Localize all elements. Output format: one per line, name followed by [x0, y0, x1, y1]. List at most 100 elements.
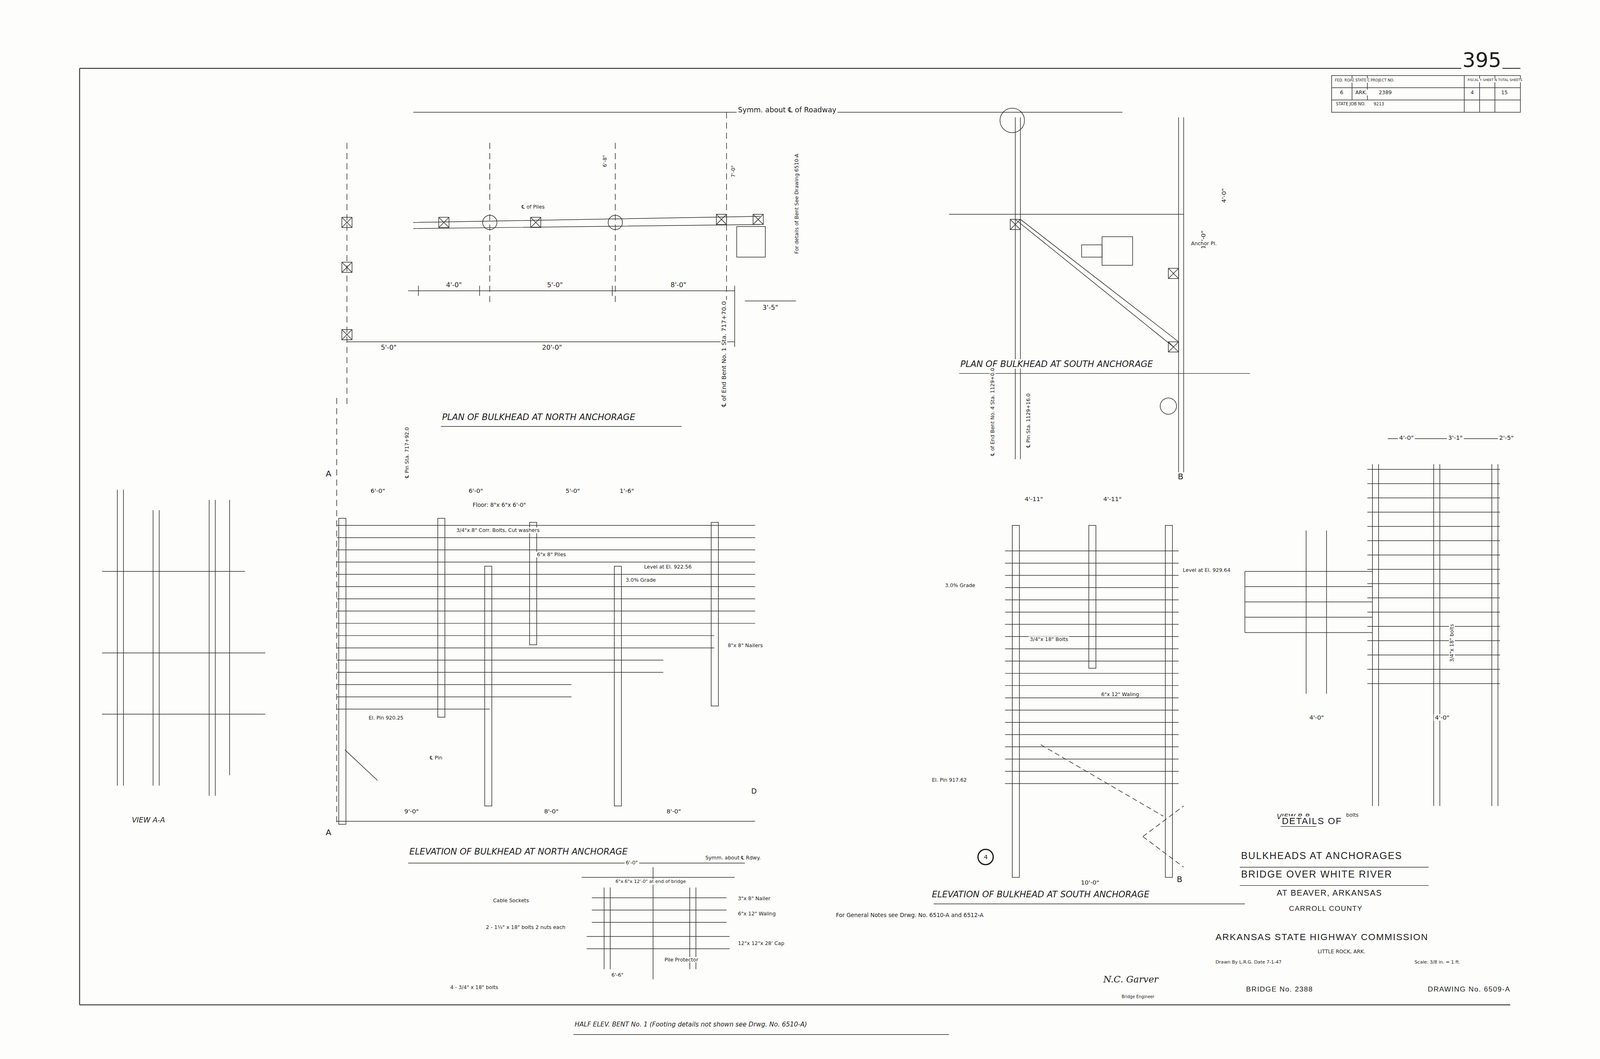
signature: N.C. Garver	[1102, 974, 1160, 985]
dimension-lines	[346, 285, 796, 347]
view-title: PLAN OF BULKHEAD AT NORTH ANCHORAGE	[440, 412, 637, 422]
view-title: ELEVATION OF BULKHEAD AT NORTH ANCHORAGE	[408, 846, 629, 857]
drawing-label: ℄ Pin	[428, 755, 444, 761]
south-posts	[1012, 525, 1173, 878]
drawing-label: Floor: 8"x 6"x 6'-0"	[471, 502, 528, 509]
drawing-label: 4'-11"	[1023, 495, 1045, 503]
drawing-label: 8'-0"	[669, 281, 688, 289]
drawing-label: 4'-0"	[1308, 714, 1326, 721]
view-title: HALF ELEV. BENT No. 1 (Footing details n…	[573, 1021, 809, 1029]
drawing-label: 6'-0"	[369, 487, 387, 495]
drawing-label: Scale: 3/8 in. = 1 ft.	[1413, 960, 1462, 966]
title-block	[1331, 75, 1521, 113]
drawing-label: 4 - 3/4" x 18" bolts	[448, 984, 500, 991]
title-text: BRIDGE No. 2388	[1244, 985, 1315, 994]
drawing-label: 6'-6"	[610, 972, 625, 979]
drawing-label: 6'-0"	[467, 487, 485, 495]
title-text: BRIDGE OVER WHITE RIVER	[1239, 869, 1394, 881]
pile-symbols	[341, 214, 766, 340]
drawing-label: PROJECT NO.	[1369, 78, 1396, 83]
drawing-label: 3/4"x 18" bolts	[1448, 622, 1455, 663]
boards	[336, 525, 756, 710]
drawing-label: 8'-0"	[542, 808, 560, 815]
drawing-label: ARK.	[1353, 89, 1369, 96]
drawing-label: 1'-6"	[618, 487, 636, 495]
view-title: VIEW A-A	[130, 816, 167, 825]
brace	[336, 750, 756, 822]
drawing-label: ℄ of Piles	[520, 204, 547, 210]
drawing-label: 5'-0"	[379, 344, 398, 352]
view-title: ELEVATION OF BULKHEAD AT SOUTH ANCHORAGE	[930, 889, 1151, 900]
drawing-label: 4'-0"	[444, 281, 463, 289]
drawing-label: 3.0% Grade	[944, 582, 977, 589]
drawing-label: 4'-0"	[1433, 714, 1451, 721]
drawing-label: STATE JOB NO.	[1334, 102, 1367, 107]
view-title: PLAN OF BULKHEAD AT SOUTH ANCHORAGE	[959, 359, 1155, 369]
drawing-label: STATE	[1353, 78, 1368, 83]
drawing-label: ℄ Pin Sta. 1129+16.0	[1025, 392, 1032, 449]
drawing-label: D	[750, 787, 759, 796]
posts	[338, 518, 719, 825]
wale	[413, 216, 761, 229]
south-boards	[1004, 551, 1179, 784]
drawing-label: 7'-0"	[730, 164, 737, 179]
drawing-label: 2389	[1377, 89, 1394, 96]
drawing-label: B	[1175, 875, 1184, 885]
drawing-label: Bridge Engineer	[1120, 995, 1156, 1000]
view-a-a	[102, 489, 266, 796]
drawing-label: 9'-0"	[402, 808, 420, 815]
centre-lines	[336, 112, 727, 827]
title-block-grid	[1331, 75, 1521, 113]
callout-number: 4	[983, 853, 988, 861]
drawing-label: LITTLE ROCK, ARK.	[1316, 948, 1367, 955]
south-plan	[948, 117, 1184, 480]
drawing-label: Level at El. 929.64	[1181, 567, 1232, 574]
drawing-label: TOTAL SHEETS	[1497, 78, 1524, 83]
drawing-label: 3'-5"	[761, 304, 780, 312]
drawing-label: 3.0% Grade	[624, 577, 658, 584]
drawing-label: El. Pin 917.62	[930, 777, 968, 784]
callout-circle: 4	[977, 848, 994, 866]
title-text: ARKANSAS STATE HIGHWAY COMMISSION	[1214, 932, 1430, 943]
south-brace	[1040, 744, 1184, 868]
drawing-label: B	[1176, 472, 1185, 482]
drawing-label: Cable Sockets	[491, 897, 531, 904]
drawing-label: El. Pin 920.25	[367, 715, 405, 721]
drawing-label: 6"x 8" Piles	[535, 551, 568, 558]
sheet-border	[79, 68, 1521, 1005]
title-text: BULKHEADS AT ANCHORAGES	[1239, 851, 1404, 862]
drawing-label: 6'-8"	[602, 153, 608, 169]
view-b-b	[1244, 438, 1500, 807]
drawing-label: ℄ of End Bent No. 4 Sta. 1129+0.0	[989, 366, 996, 458]
drawing-label: 3"x 8" Nailer	[736, 895, 772, 902]
drawing-label: 20'-0"	[540, 344, 563, 352]
drawing-label: ℄ Pin Sta. 717+92.0	[404, 425, 410, 480]
drawing-label: Symm. about ℄ Rdwy.	[704, 855, 763, 861]
drawing-label: ℄ of End Bent No. 1 Sta. 717+70.0	[720, 300, 728, 409]
drawing-label: For details of Bent See Drawing 6510-A	[793, 152, 800, 256]
drawing-label: 6	[1338, 89, 1345, 96]
drawing-label: Level at El. 922.56	[642, 564, 693, 570]
drawing-label: Drawn By L.R.G. Date 7-1-47	[1214, 960, 1283, 966]
drawing-label: 2 - 1¼" x 18" bolts 2 nuts each	[484, 924, 567, 931]
drawing-label: Anchor Pl.	[1189, 240, 1218, 247]
drawing-label: 6"x 6"x 12'-0" at end of bridge	[614, 879, 688, 885]
drawing-label: 395	[1461, 48, 1503, 72]
drawing-label: 6'-0"	[624, 860, 640, 866]
drawing-label: 3/4"x 18" Bolts	[1028, 636, 1070, 643]
drawing-label: 10'-0"	[1079, 879, 1101, 887]
drawing-label: 8'-0"	[665, 808, 683, 815]
drawing-label: 6"x 12" Waling	[736, 911, 777, 917]
drawing-label: 2'-5"	[1497, 434, 1515, 442]
title-text: DETAILS OF	[1280, 816, 1344, 827]
drawing-label: Pile Protector	[663, 957, 700, 963]
title-text: DRAWING No. 6509-A	[1426, 985, 1512, 994]
drawing-label: 4'-11"	[1102, 495, 1124, 503]
title-text: CARROLL COUNTY	[1287, 904, 1364, 913]
drawing-label: 5'-0"	[564, 487, 582, 495]
drawing-label: 9213	[1372, 102, 1386, 107]
drawing-label: 15	[1500, 89, 1510, 96]
drawing-label: A	[324, 469, 333, 479]
title-text: AT BEAVER, ARKANSAS	[1275, 888, 1384, 898]
